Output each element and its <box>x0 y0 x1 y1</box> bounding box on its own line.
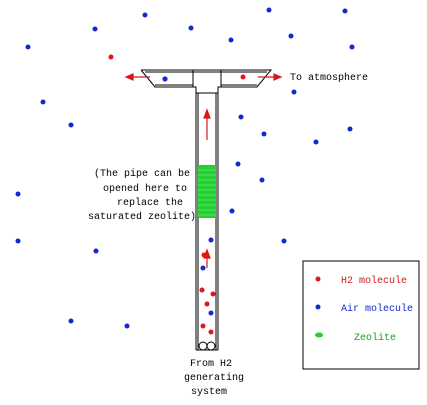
outlet-label: To atmosphere <box>290 72 368 84</box>
air-molecule-pipe <box>200 265 206 271</box>
air-molecule <box>259 177 265 183</box>
pipe-molecules <box>199 237 216 335</box>
air-molecule <box>238 114 244 120</box>
outlet-cap <box>140 69 273 94</box>
zeolite-texture <box>198 169 216 216</box>
air-molecule <box>281 238 287 244</box>
air-molecule <box>93 248 99 254</box>
air-molecule <box>15 238 21 244</box>
air-molecule <box>288 33 294 39</box>
h2-molecule-outlet <box>240 74 246 80</box>
source-line-3: system <box>191 387 227 398</box>
air-molecule <box>342 8 348 14</box>
air-molecule-pipe <box>208 310 214 316</box>
air-molecule <box>68 318 74 324</box>
arrow-left-head <box>124 73 134 81</box>
h2-molecule-pipe <box>199 287 205 293</box>
inlet-circle-right <box>206 341 216 351</box>
pipe <box>195 93 219 351</box>
air-molecules <box>15 7 355 329</box>
air-molecule-pipe <box>208 237 214 243</box>
source-line-2: generating <box>184 372 244 384</box>
air-molecule <box>261 131 267 137</box>
legend-h2-swatch <box>315 276 321 282</box>
air-molecule <box>124 323 130 329</box>
legend-air-swatch <box>315 304 321 310</box>
note-line-4: saturated zeolite) <box>88 211 196 223</box>
source-line-1: From H2 <box>190 359 232 370</box>
note-line-2: opened here to <box>103 183 187 195</box>
outlet-arrows <box>124 73 283 81</box>
air-molecule <box>313 139 319 145</box>
air-molecule <box>25 44 31 50</box>
pipe-inlet <box>198 341 216 351</box>
air-molecule <box>68 122 74 128</box>
legend-zeolite-label: Zeolite <box>354 332 396 344</box>
air-molecule <box>235 161 241 167</box>
air-molecule <box>229 208 235 214</box>
note-line-3: replace the <box>117 197 183 209</box>
inlet-circle-left <box>198 341 208 351</box>
h2-molecule-pipe <box>204 301 210 307</box>
air-molecule <box>142 12 148 18</box>
air-molecule <box>347 126 353 132</box>
h2-molecule-pipe <box>200 323 206 329</box>
air-molecule <box>15 191 21 197</box>
flow-arrow-upper-head <box>203 108 211 119</box>
legend: H2 molecule Air molecule Zeolite <box>302 260 420 370</box>
legend-zeolite-swatch <box>315 332 323 338</box>
h2-molecule-pipe <box>201 252 207 258</box>
air-molecule <box>266 7 272 13</box>
legend-h2-label: H2 molecule <box>341 275 407 287</box>
air-molecule <box>40 99 46 105</box>
arrow-right-head <box>273 73 283 81</box>
note-line-1: (The pipe can be <box>94 168 190 180</box>
air-molecule <box>291 89 297 95</box>
legend-box <box>302 260 420 370</box>
legend-air-label: Air molecule <box>341 303 413 315</box>
h2-molecule-pipe <box>210 291 216 297</box>
air-molecule <box>349 44 355 50</box>
air-molecule <box>188 25 194 31</box>
air-molecule-outlet <box>162 76 168 82</box>
h2-molecule-atmosphere <box>108 54 114 60</box>
h2-molecule-pipe <box>208 329 214 335</box>
outlet-cap-outline <box>140 69 273 94</box>
air-molecule <box>228 37 234 43</box>
air-molecule <box>92 26 98 32</box>
